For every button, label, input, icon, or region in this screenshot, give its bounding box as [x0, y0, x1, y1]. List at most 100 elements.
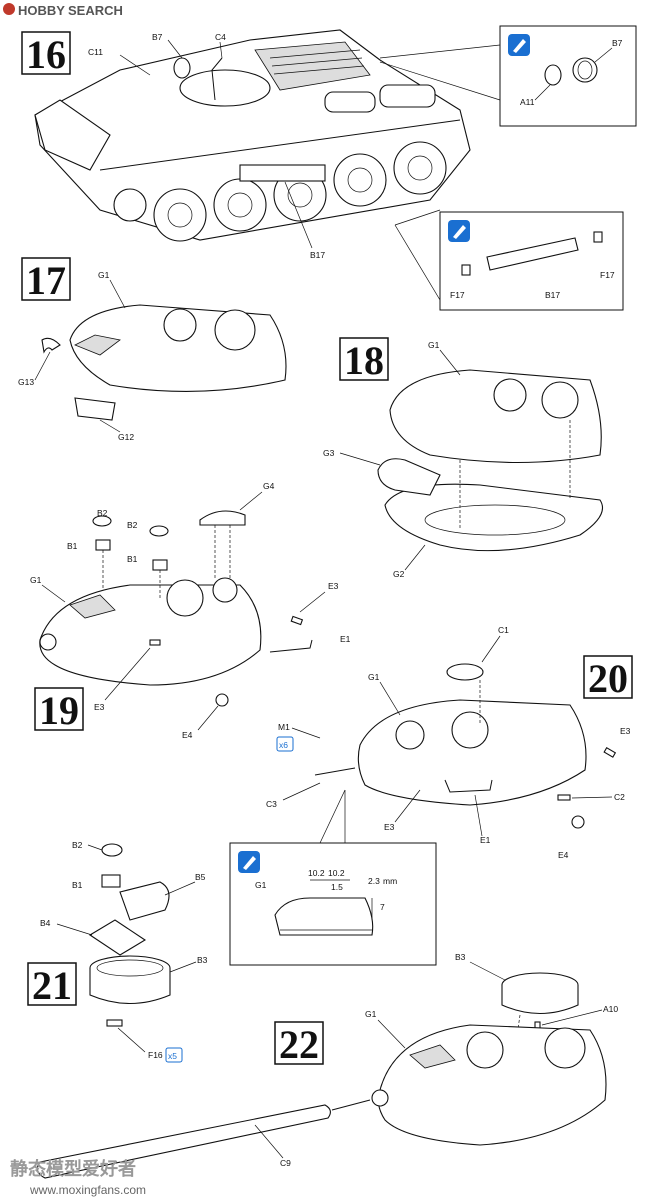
step-number-19: 19	[39, 688, 79, 733]
step-number-20: 20	[588, 656, 628, 701]
step-21: 21 B2 B1 B5 B4 B3 F16 x5	[27, 840, 208, 1063]
label-c4: C4	[215, 32, 226, 42]
label-g1: G1	[30, 575, 42, 585]
step-box-20	[583, 655, 633, 699]
label-g4: G4	[263, 481, 275, 491]
step-box-17	[21, 257, 71, 301]
label-g12: G12	[118, 432, 134, 442]
step-number-22: 22	[279, 1022, 319, 1067]
step-19: 19 B2 B1 B2 B1 G4 G1 E3 E1 E3 E4	[30, 481, 351, 740]
step-18: 18 G1 G3 G2	[323, 337, 604, 579]
watermark-top: HOBBY SEARCH	[3, 3, 123, 18]
label-b17: B17	[310, 250, 325, 260]
info-icon-3	[238, 851, 260, 873]
turret-upper-g1	[389, 369, 602, 464]
label-f16: F16	[148, 1050, 163, 1060]
label-b2: B2	[72, 840, 83, 850]
detail-label-g1: G1	[255, 880, 267, 890]
label-e3-a: E3	[620, 726, 631, 736]
label-e4: E4	[558, 850, 569, 860]
watermark-url: www.moxingfans.com	[29, 1183, 146, 1197]
step-box-16	[21, 31, 71, 75]
part-b7	[173, 57, 191, 79]
part-e4-20	[571, 815, 585, 829]
part-g13	[41, 337, 61, 354]
detail-label-b17: B17	[545, 290, 560, 300]
label-b1-b: B1	[127, 554, 138, 564]
label-c9: C9	[280, 1158, 291, 1168]
label-e4: E4	[182, 730, 193, 740]
label-c2: C2	[614, 792, 625, 802]
step-22: 22 B3 A10 G1 C9	[36, 952, 618, 1179]
part-b5	[119, 881, 170, 921]
part-f16	[106, 1019, 123, 1027]
label-c3: C3	[266, 799, 277, 809]
label-g1: G1	[365, 1009, 377, 1019]
tank-hull-drawing	[34, 29, 471, 242]
step-number-17: 17	[26, 258, 66, 303]
label-e3-b: E3	[94, 702, 105, 712]
dim-4: 2.3	[368, 876, 380, 886]
part-g3	[377, 458, 441, 496]
step-number-21: 21	[32, 963, 72, 1008]
info-icon	[508, 34, 530, 56]
detail-label-f17-right: F17	[600, 270, 615, 280]
part-b17	[239, 164, 326, 182]
detail-label-b7: B7	[612, 38, 623, 48]
part-c1	[446, 663, 484, 681]
qty-badge-m1	[276, 736, 294, 752]
part-c9-barrel	[36, 1104, 331, 1179]
label-c11: C11	[88, 47, 103, 57]
label-b2-b: B2	[127, 520, 138, 530]
label-g3: G3	[323, 448, 335, 458]
watermark-bottom: 静态模型爱好者 www.moxingfans.com	[10, 1158, 146, 1197]
step-box-21	[27, 962, 77, 1006]
info-icon-2	[448, 220, 470, 242]
label-m1: M1	[278, 722, 290, 732]
label-b4: B4	[40, 918, 51, 928]
step-17: 17 G1 G13 G12	[18, 257, 287, 442]
step-box-19	[34, 687, 84, 731]
detail-label-a11: A11	[520, 97, 535, 107]
step-16: 16	[21, 25, 637, 311]
step-number-18: 18	[344, 338, 384, 383]
dim-3: 1.5	[331, 882, 343, 892]
dim-1: 10.2	[308, 868, 325, 878]
part-g12	[74, 397, 116, 421]
watermark-rest: SEARCH	[68, 3, 123, 18]
label-c1: C1	[498, 625, 509, 635]
label-g13: G13	[18, 377, 34, 387]
qty-f16: x5	[168, 1051, 177, 1061]
dim-2: 10.2	[328, 868, 345, 878]
step-box-18	[339, 337, 389, 381]
step-number-16: 16	[26, 32, 66, 77]
label-e1: E1	[480, 835, 491, 845]
label-e3-a: E3	[328, 581, 339, 591]
detail-turret	[274, 897, 374, 936]
turret-lower-g2	[384, 483, 604, 552]
label-b3: B3	[197, 955, 208, 965]
label-e3-b: E3	[384, 822, 395, 832]
step-box-22	[274, 1021, 324, 1065]
label-b2-a: B2	[97, 508, 108, 518]
detail-label-f17-left: F17	[450, 290, 465, 300]
brand-logo-icon	[3, 3, 15, 15]
dim-5: 7	[380, 902, 385, 912]
label-b7: B7	[152, 32, 163, 42]
dim-unit: mm	[383, 876, 397, 886]
label-b1: B1	[72, 880, 83, 890]
label-b1-a: B1	[67, 541, 78, 551]
qty-m1: x6	[279, 740, 288, 750]
label-a10: A10	[603, 1004, 618, 1014]
label-b5: B5	[195, 872, 206, 882]
label-e1: E1	[340, 634, 351, 644]
qty-badge-f16	[165, 1047, 183, 1063]
label-g1: G1	[428, 340, 440, 350]
part-b4	[88, 919, 147, 956]
watermark-cn: 静态模型爱好者	[10, 1158, 136, 1180]
part-e4	[215, 693, 229, 707]
step-20: 20 C1 G1 E3 M1 x6 C3 E3 E1 C2 E4	[229, 625, 633, 966]
label-g2: G2	[393, 569, 405, 579]
label-g1: G1	[368, 672, 380, 682]
